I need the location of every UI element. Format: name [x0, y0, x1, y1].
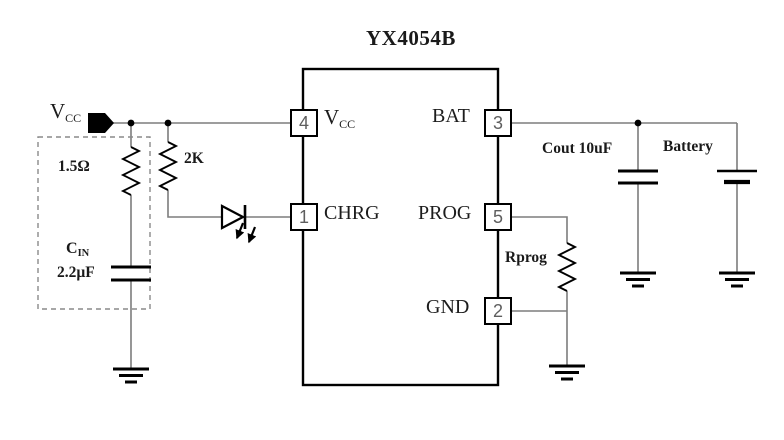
pin-label-chrg: CHRG	[324, 203, 380, 223]
pin-prog-text: PROG	[418, 202, 472, 224]
cin-main: C	[66, 240, 78, 257]
resistor-symbol-input	[120, 146, 142, 196]
rprog-label-text: Rprog	[505, 249, 547, 266]
pin-number-2: 2	[492, 300, 503, 321]
led-resistor-label: 2K	[184, 151, 204, 167]
dashed-group-box	[37, 136, 151, 310]
pin-number-1: 1	[298, 206, 309, 227]
capacitor-symbol-cout	[618, 169, 658, 185]
pin-box-5-prog: 5	[484, 203, 512, 231]
battery-label-text: Battery	[663, 138, 713, 155]
wire-led-resistor-branch	[167, 123, 222, 218]
ground-symbol-input	[113, 367, 149, 384]
input-capacitor-name: CIN	[66, 241, 89, 260]
pin-box-1-chrg: 1	[290, 203, 318, 231]
battery-symbol	[717, 169, 757, 185]
cin-value: 2.2µF	[57, 264, 95, 281]
junction-dot	[634, 119, 642, 127]
ic-title-text: YX4054B	[366, 26, 456, 50]
pin-label-gnd: GND	[426, 297, 469, 317]
resistor-symbol-rprog	[556, 242, 578, 292]
pin-number-4: 4	[298, 112, 309, 133]
cin-sub: IN	[77, 248, 90, 259]
input-resistor-value: 1.5Ω	[58, 158, 90, 175]
wires	[112, 122, 738, 369]
pin-box-4-vcc: 4	[290, 109, 318, 137]
junction-dot	[164, 119, 172, 127]
input-capacitor-value: 2.2µF	[57, 265, 95, 281]
wire-prog-to-rprog	[512, 216, 568, 366]
output-capacitor-label: Cout 10uF	[542, 141, 612, 157]
capacitor-symbol-cin	[111, 265, 151, 282]
vcc-source-main: V	[50, 99, 66, 123]
pin-bat-text: BAT	[432, 105, 470, 127]
pin-chrg-text: CHRG	[324, 202, 380, 224]
prog-resistor-label: Rprog	[505, 250, 547, 266]
pin-label-prog: PROG	[418, 203, 471, 223]
ic-title: YX4054B	[366, 28, 456, 49]
led-emission-arrows-icon	[235, 222, 257, 244]
pin-box-3-bat: 3	[484, 109, 512, 137]
battery-label: Battery	[663, 139, 713, 155]
ground-symbol-battery	[719, 271, 755, 288]
pin-vcc-main: V	[324, 105, 340, 129]
pin-box-2-gnd: 2	[484, 297, 512, 325]
vcc-source-sub: CC	[65, 111, 82, 125]
resistor-symbol-led	[157, 141, 179, 191]
vcc-source-label: VCC	[50, 99, 82, 125]
led-resistor-value: 2K	[184, 150, 204, 167]
led-symbol	[220, 204, 257, 244]
pin-vcc-sub: CC	[339, 117, 356, 131]
pin-label-vcc: VCC	[324, 105, 356, 131]
vcc-source-tag-icon	[88, 113, 114, 133]
input-resistor-label: 1.5Ω	[58, 159, 90, 175]
pin-gnd-text: GND	[426, 296, 470, 318]
ground-symbol-cout	[620, 271, 656, 288]
junction-dot	[127, 119, 135, 127]
pin-label-bat: BAT	[432, 106, 470, 126]
pin-number-3: 3	[492, 112, 503, 133]
cout-label-text: Cout 10uF	[542, 140, 613, 157]
pin-number-5: 5	[492, 206, 503, 227]
ground-symbol-rprog	[549, 364, 585, 381]
